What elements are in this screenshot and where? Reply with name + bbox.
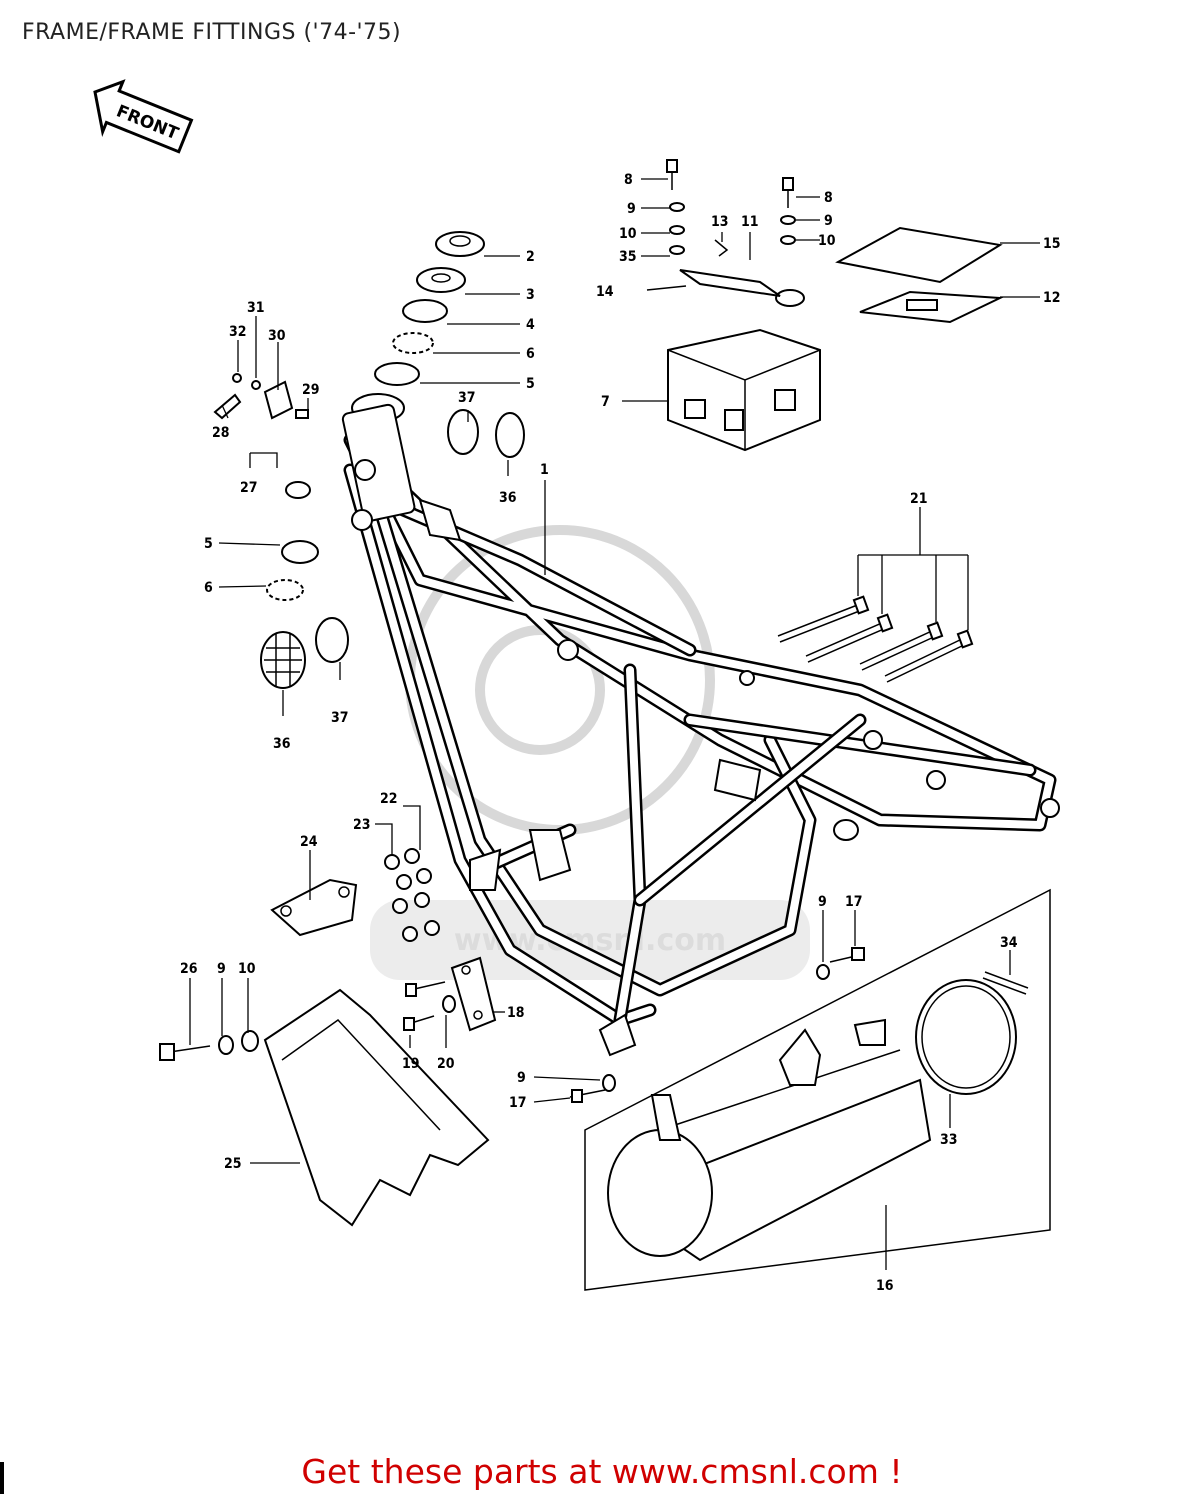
callout-36-top: 36 xyxy=(499,490,517,506)
footer-link[interactable]: Get these parts at www.cmsnl.com ! xyxy=(301,1452,903,1491)
callout-16: 16 xyxy=(876,1278,894,1294)
battery-case-parts xyxy=(646,159,1004,452)
front-arrow-icon: FRONT xyxy=(93,79,194,154)
callout-27: 27 xyxy=(240,480,258,496)
callout-labels: 1 2 3 4 6 5 5 6 7 8 8 9 9 9 9 9 10 10 10… xyxy=(180,172,1061,1294)
callout-5-top: 5 xyxy=(526,376,535,392)
corner-mark xyxy=(0,1462,4,1494)
callout-19: 19 xyxy=(402,1056,420,1072)
muffler-assembly xyxy=(569,888,1051,1291)
callout-29: 29 xyxy=(302,382,320,398)
callout-18: 18 xyxy=(507,1005,525,1021)
exploded-parts-diagram: www.cmsnl.com FRONT xyxy=(93,79,1061,1294)
callout-20: 20 xyxy=(437,1056,455,1072)
callout-21: 21 xyxy=(910,491,928,507)
callout-1: 1 xyxy=(540,462,549,478)
callout-25: 25 xyxy=(224,1156,242,1172)
long-bolts xyxy=(777,595,974,683)
callout-5-left: 5 xyxy=(204,536,213,552)
callout-30: 30 xyxy=(268,328,286,344)
rear-flap-parts xyxy=(159,878,490,1227)
callout-6-left: 6 xyxy=(204,580,213,596)
callout-7: 7 xyxy=(601,394,610,410)
mount-plate-parts xyxy=(403,956,497,1032)
leader-lines xyxy=(189,178,1040,1270)
callout-37-top: 37 xyxy=(458,390,476,406)
callout-13: 13 xyxy=(711,214,729,230)
nut-group xyxy=(384,848,440,942)
cable-guide-parts xyxy=(213,373,309,420)
callout-26: 26 xyxy=(180,961,198,977)
callout-17-muffler: 17 xyxy=(509,1095,527,1111)
callout-23: 23 xyxy=(353,817,371,833)
callout-31: 31 xyxy=(247,300,265,316)
callout-9-right: 9 xyxy=(824,213,833,229)
callout-9-flap: 9 xyxy=(217,961,226,977)
callout-33: 33 xyxy=(940,1132,958,1148)
callout-10-flap: 10 xyxy=(238,961,256,977)
callout-17-bracket: 17 xyxy=(845,894,863,910)
callout-35: 35 xyxy=(619,249,637,265)
callout-9-bracket: 9 xyxy=(818,894,827,910)
callout-15: 15 xyxy=(1043,236,1061,252)
steering-stem-parts xyxy=(260,231,525,689)
page-title: FRAME/FRAME FITTINGS ('74-'75) xyxy=(22,20,402,45)
callout-12: 12 xyxy=(1043,290,1061,306)
callout-37-left: 37 xyxy=(331,710,349,726)
callout-9-muffler: 9 xyxy=(517,1070,526,1086)
callout-22: 22 xyxy=(380,791,398,807)
callout-9-left: 9 xyxy=(627,201,636,217)
callout-32: 32 xyxy=(229,324,247,340)
callout-10-right: 10 xyxy=(818,233,836,249)
callout-14: 14 xyxy=(596,284,614,300)
callout-6-top: 6 xyxy=(526,346,535,362)
callout-3: 3 xyxy=(526,287,535,303)
frame-assembly xyxy=(285,393,1060,1057)
callout-8-left: 8 xyxy=(624,172,633,188)
callout-10-left: 10 xyxy=(619,226,637,242)
callout-34: 34 xyxy=(1000,935,1018,951)
callout-4: 4 xyxy=(526,317,535,333)
callout-24: 24 xyxy=(300,834,318,850)
callout-28: 28 xyxy=(212,425,230,441)
callout-11: 11 xyxy=(741,214,759,230)
callout-2: 2 xyxy=(526,249,535,265)
callout-8-right: 8 xyxy=(824,190,833,206)
callout-36-left: 36 xyxy=(273,736,291,752)
